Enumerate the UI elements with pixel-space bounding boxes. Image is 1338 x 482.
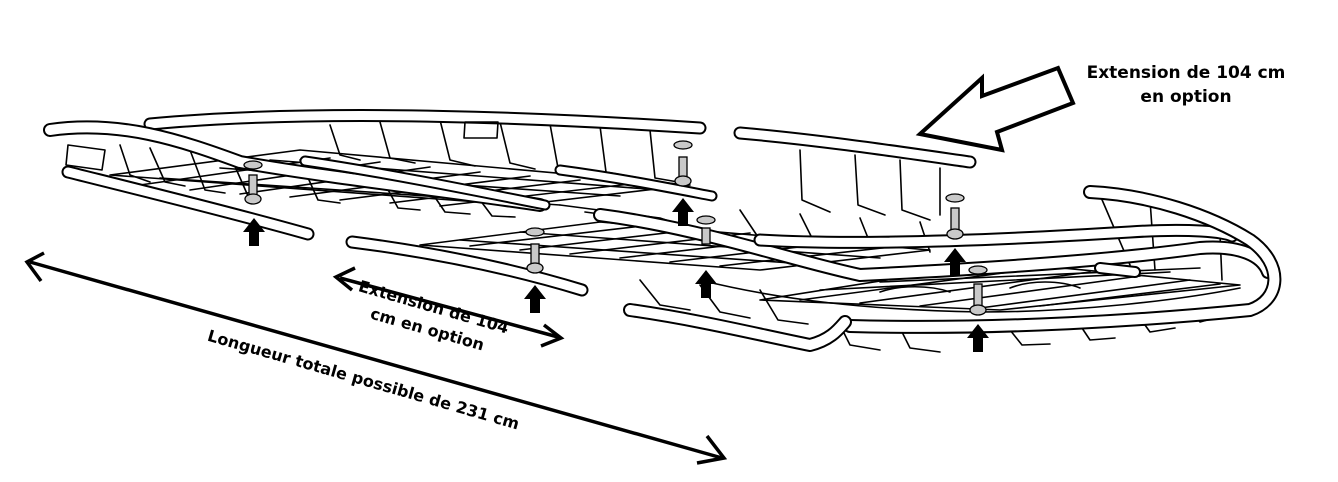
up-arrow-icon — [967, 324, 989, 352]
outline-arrow-icon — [915, 65, 1076, 153]
up-arrow-icon — [944, 248, 966, 276]
top-right-label-line1: Extension de 104 cm — [1087, 63, 1286, 83]
bolt-icon — [243, 160, 263, 205]
middle-extension-dimension-arrow — [332, 266, 565, 348]
bolt-icon — [673, 140, 693, 187]
top-right-label-line2: en option — [1140, 87, 1231, 107]
total-length-dimension-arrow — [24, 251, 728, 465]
up-arrow-icon — [524, 285, 546, 313]
top-right-label: Extension de 104 cm en option — [1087, 63, 1286, 107]
up-arrow-icon — [695, 270, 717, 298]
bolts — [243, 140, 988, 316]
up-arrow-icon — [672, 198, 694, 226]
front-basket-section — [593, 185, 1282, 353]
bolt-icon — [525, 227, 545, 274]
up-arrow-icon — [243, 218, 265, 246]
bolt-icon — [968, 265, 988, 316]
up-arrows — [243, 198, 989, 352]
middle-extension-label: Extension de 104 cm en option — [356, 276, 511, 354]
bolt-icon — [696, 215, 716, 245]
bolt-icon — [945, 193, 965, 240]
